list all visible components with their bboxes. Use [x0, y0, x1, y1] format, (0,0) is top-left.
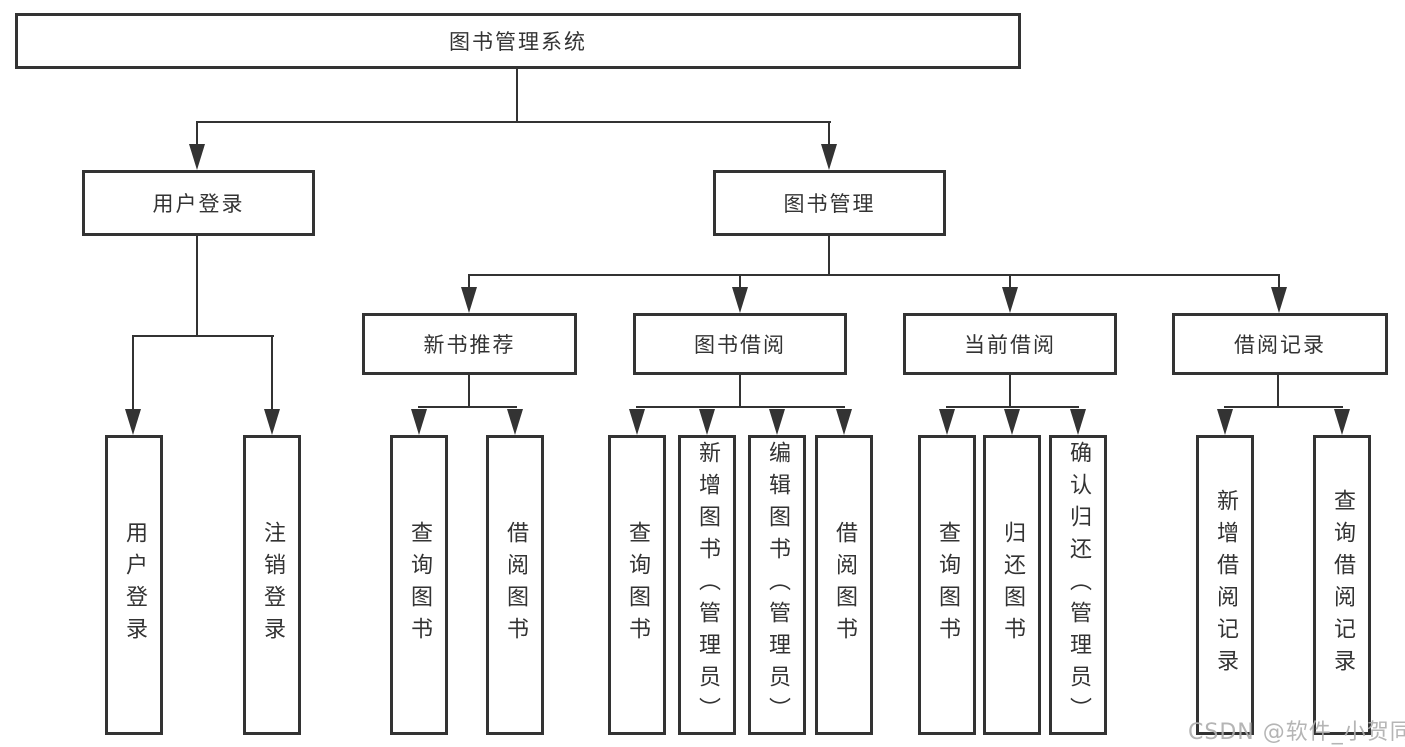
connector-line: [516, 69, 518, 122]
connector-line: [1009, 274, 1011, 288]
arrow-down-icon: [939, 409, 955, 435]
arrow-down-icon: [461, 287, 477, 313]
node-user-login: 用户登录: [82, 170, 315, 236]
arrow-down-icon: [629, 409, 645, 435]
arrow-down-icon: [1070, 409, 1086, 435]
connector-line: [739, 274, 741, 288]
arrow-down-icon: [821, 144, 837, 170]
leaf-return-book: 归还图书: [983, 435, 1041, 735]
leaf-borrow-book-borrowing: 借阅图书: [815, 435, 873, 735]
connector-line: [1278, 274, 1280, 288]
leaf-query-book-borrowing: 查询图书: [608, 435, 666, 735]
leaf-query-borrow-record: 查询借阅记录: [1313, 435, 1371, 735]
node-book-borrowing: 图书借阅: [633, 313, 847, 375]
arrow-down-icon: [125, 409, 141, 435]
leaf-confirm-return-admin: 确认归还（管理员）: [1049, 435, 1107, 735]
connector-line: [1009, 375, 1011, 408]
connector-line: [468, 274, 1280, 276]
leaf-edit-book-admin: 编辑图书（管理员）: [748, 435, 806, 735]
connector-line: [828, 236, 830, 276]
connector-line: [946, 406, 1079, 408]
arrow-down-icon: [189, 144, 205, 170]
connector-line: [418, 406, 517, 408]
arrow-down-icon: [732, 287, 748, 313]
watermark: CSDN @软件_小贺同学: [1188, 720, 1405, 745]
connector-line: [196, 236, 198, 337]
connector-line: [468, 274, 470, 288]
arrow-down-icon: [699, 409, 715, 435]
connector-line: [828, 121, 830, 146]
connector-line: [468, 375, 470, 408]
arrow-down-icon: [507, 409, 523, 435]
connector-line: [196, 121, 198, 146]
node-current-borrowing: 当前借阅: [903, 313, 1117, 375]
node-book-management: 图书管理: [713, 170, 946, 236]
arrow-down-icon: [1002, 287, 1018, 313]
arrow-down-icon: [1334, 409, 1350, 435]
connector-line: [132, 335, 134, 411]
arrow-down-icon: [1004, 409, 1020, 435]
connector-line: [271, 335, 273, 411]
arrow-down-icon: [769, 409, 785, 435]
arrow-down-icon: [1271, 287, 1287, 313]
arrow-down-icon: [411, 409, 427, 435]
arrow-down-icon: [836, 409, 852, 435]
connector-line: [196, 121, 831, 123]
leaf-add-book-admin: 新增图书（管理员）: [678, 435, 736, 735]
arrow-down-icon: [1217, 409, 1233, 435]
node-new-book-recommend: 新书推荐: [362, 313, 577, 375]
arrow-down-icon: [264, 409, 280, 435]
leaf-borrow-book-recommend: 借阅图书: [486, 435, 544, 735]
leaf-user-login: 用户登录: [105, 435, 163, 735]
connector-line: [132, 335, 274, 337]
node-library-system: 图书管理系统: [15, 13, 1021, 69]
connector-line: [636, 406, 845, 408]
connector-line: [1277, 375, 1279, 408]
connector-line: [1224, 406, 1343, 408]
connector-line: [739, 375, 741, 408]
leaf-logout-login: 注销登录: [243, 435, 301, 735]
leaf-query-book-recommend: 查询图书: [390, 435, 448, 735]
leaf-query-book-current: 查询图书: [918, 435, 976, 735]
leaf-add-borrow-record: 新增借阅记录: [1196, 435, 1254, 735]
node-borrow-records: 借阅记录: [1172, 313, 1388, 375]
